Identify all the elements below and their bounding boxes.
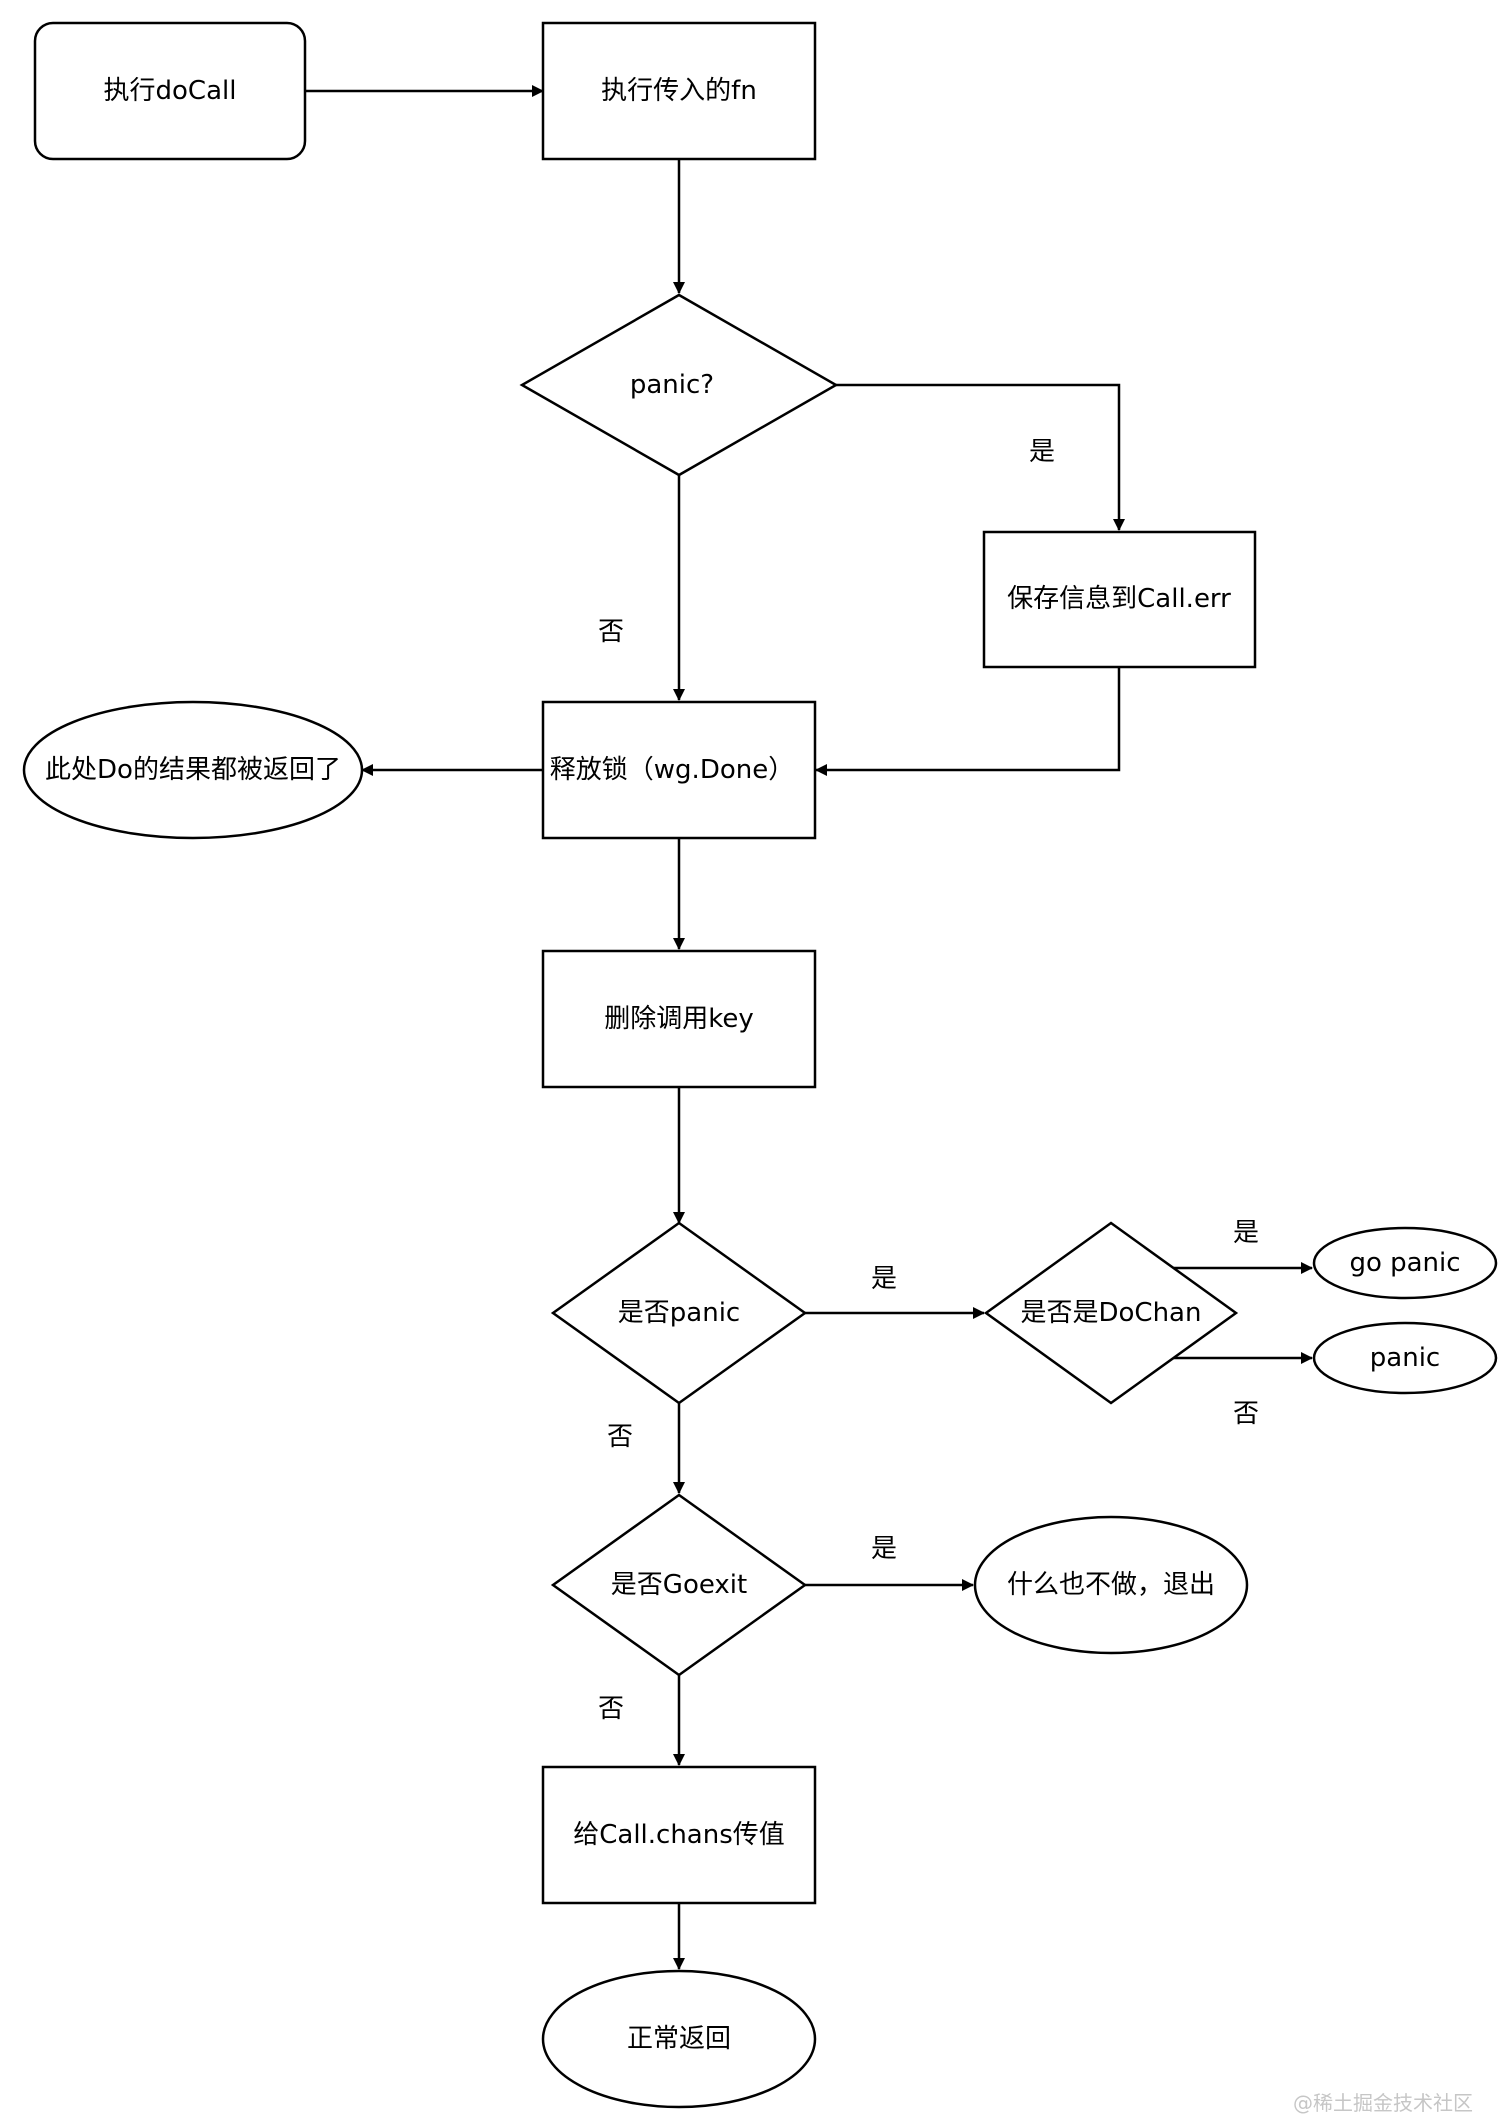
edge-label-dochan-no: 否 bbox=[1233, 1399, 1259, 1429]
node-delete-key bbox=[541, 949, 817, 1089]
node-exec-fn-label: 执行传入的fn bbox=[601, 76, 757, 106]
node-exec-fn bbox=[541, 21, 817, 161]
edge-label-goexit-yes: 是 bbox=[871, 1534, 897, 1564]
node-is-goexit-decision-label: 是否Goexit bbox=[611, 1570, 747, 1600]
watermark: @稀土掘金技术社区 bbox=[1293, 2091, 1473, 2115]
node-save-info bbox=[982, 530, 1257, 669]
node-is-dochan-decision-label: 是否是DoChan bbox=[1021, 1298, 1202, 1328]
edge-label-panic-no: 否 bbox=[598, 617, 624, 647]
node-is-panic-decision-label: 是否panic bbox=[618, 1298, 740, 1328]
node-save-info-label: 保存信息到Call.err bbox=[1007, 584, 1231, 614]
node-do-result-label: 此处Do的结果都被返回了 bbox=[45, 755, 341, 785]
edge-save-to-release bbox=[815, 667, 1121, 776]
edge-label-is-panic-no: 否 bbox=[607, 1422, 633, 1452]
node-exec-docall-label: 执行doCall bbox=[104, 76, 237, 106]
node-is-goexit-decision bbox=[550, 1493, 808, 1677]
edge-label-panic-yes: 是 bbox=[1029, 437, 1055, 467]
node-do-nothing bbox=[973, 1515, 1249, 1655]
node-go-panic-label: go panic bbox=[1349, 1248, 1460, 1278]
node-do-result bbox=[22, 700, 364, 840]
node-panic-label: panic bbox=[1370, 1343, 1440, 1373]
edge-label-is-panic-yes: 是 bbox=[871, 1264, 897, 1294]
node-panic bbox=[1312, 1321, 1498, 1395]
node-do-nothing-label: 什么也不做，退出 bbox=[1007, 1570, 1215, 1600]
node-go-panic bbox=[1312, 1226, 1498, 1300]
node-release-lock bbox=[541, 700, 817, 840]
node-release-lock-label: 释放锁（wg.Done） bbox=[550, 755, 794, 785]
edge-label-goexit-no: 否 bbox=[598, 1694, 624, 1724]
node-normal-return bbox=[541, 1969, 817, 2109]
node-is-dochan-decision bbox=[983, 1221, 1239, 1405]
node-panic-decision-label: panic? bbox=[630, 370, 714, 400]
node-send-chans-label: 给Call.chans传值 bbox=[573, 1820, 785, 1850]
edge-panic-yes bbox=[836, 383, 1125, 531]
node-delete-key-label: 删除调用key bbox=[604, 1004, 754, 1034]
node-is-panic-decision bbox=[550, 1221, 808, 1405]
node-send-chans bbox=[541, 1765, 817, 1905]
node-panic-decision bbox=[519, 293, 839, 477]
node-normal-return-label: 正常返回 bbox=[627, 2024, 731, 2054]
edge-label-dochan-yes: 是 bbox=[1233, 1218, 1259, 1248]
node-exec-docall bbox=[33, 21, 307, 161]
